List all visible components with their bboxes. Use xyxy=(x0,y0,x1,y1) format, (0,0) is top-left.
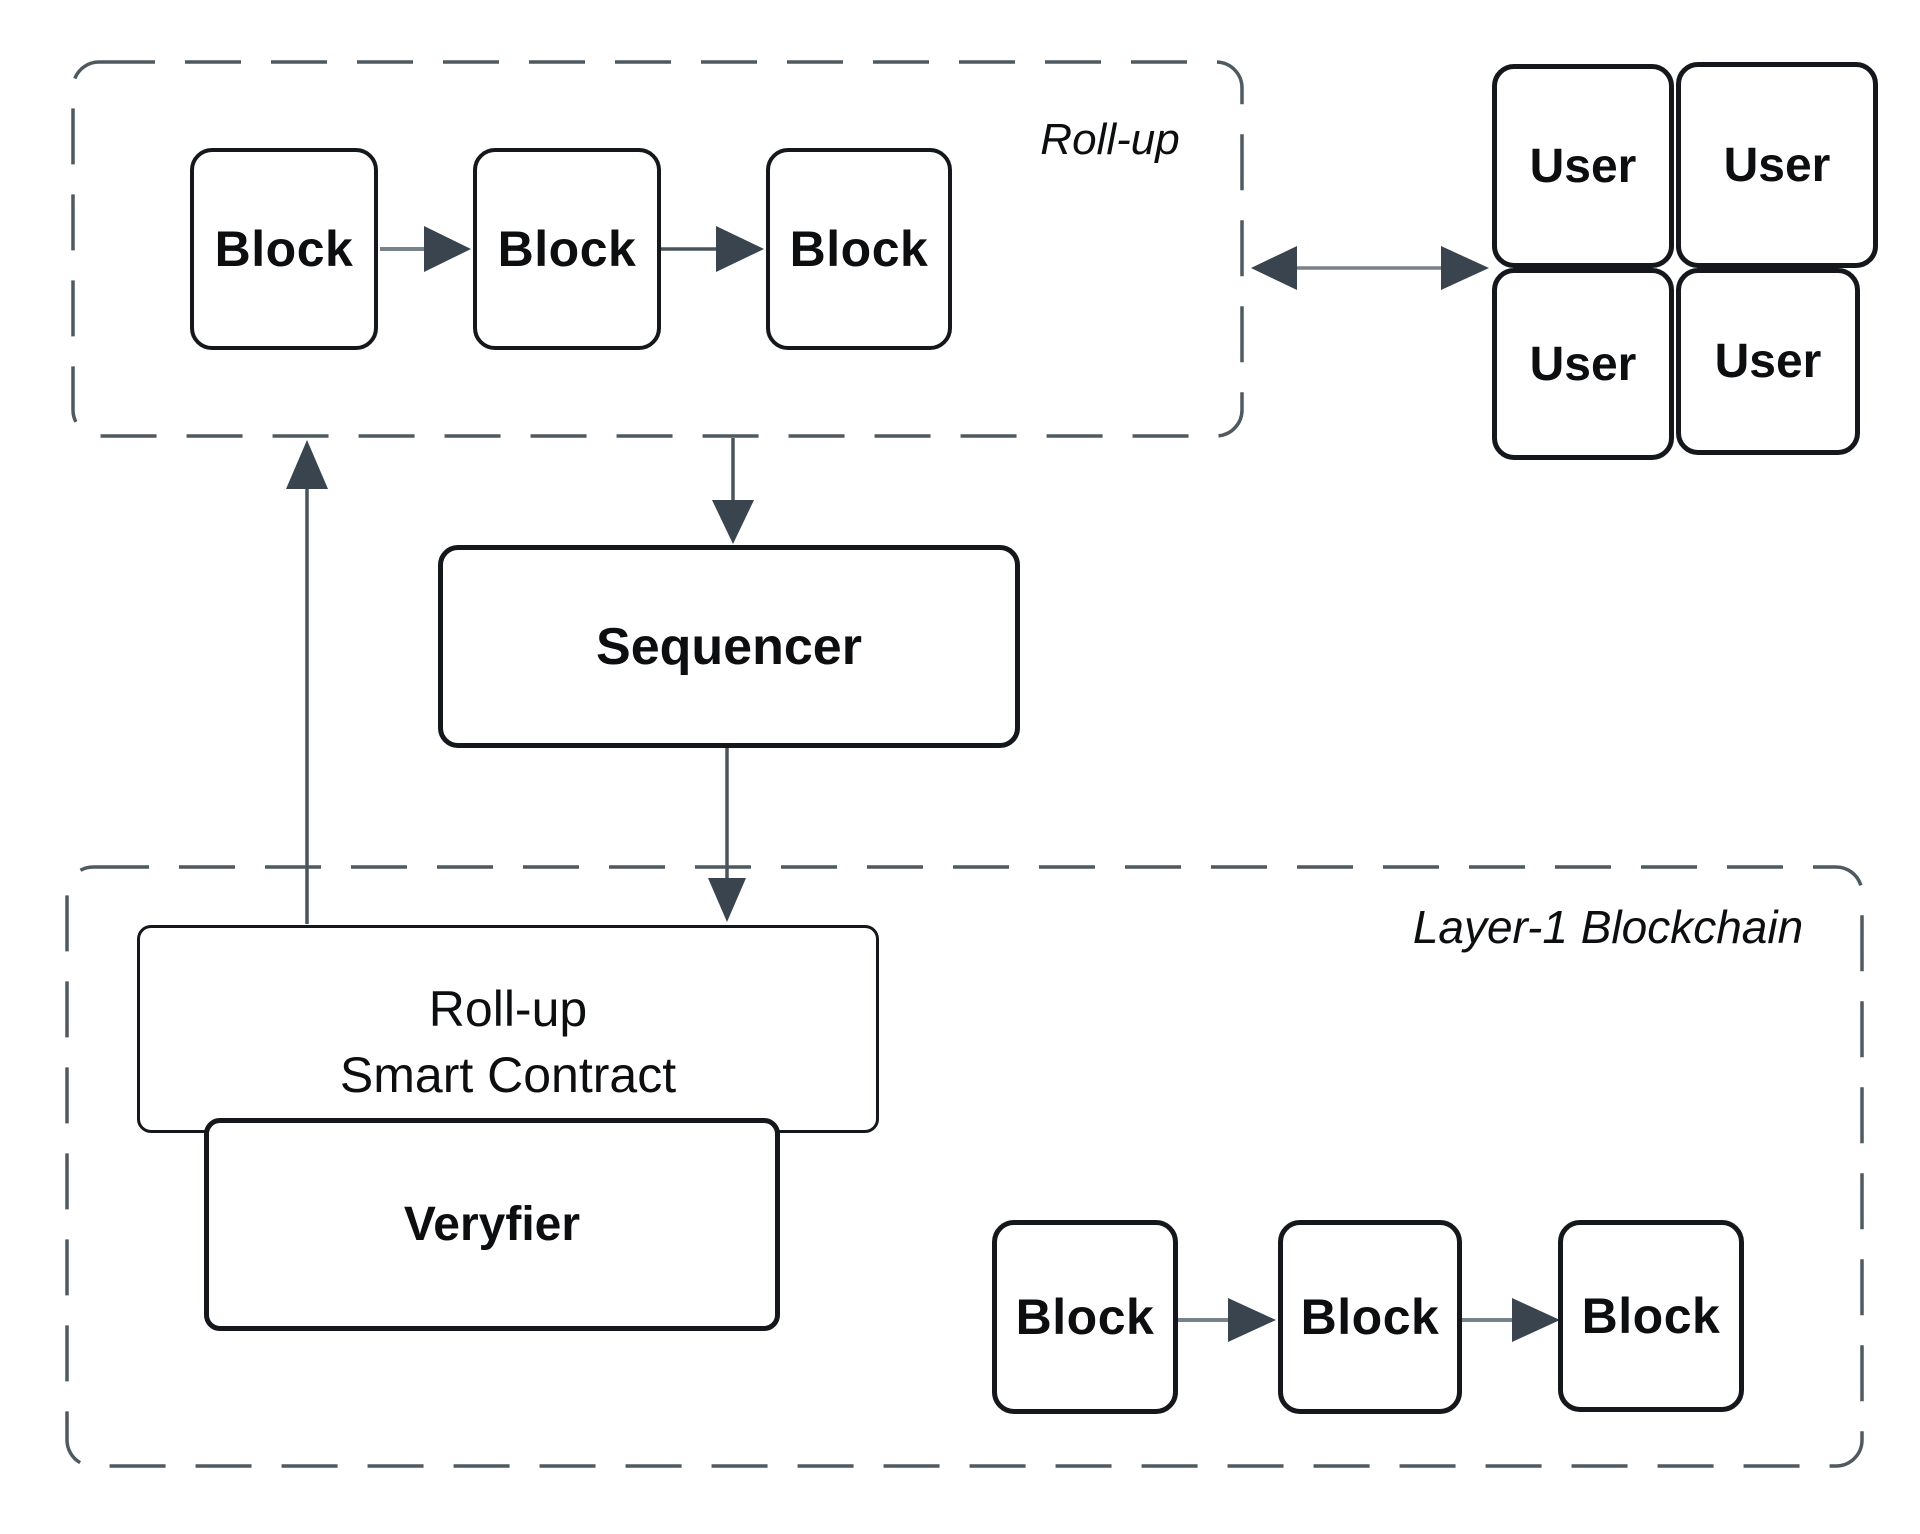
rollup-zone-boundary xyxy=(71,60,1244,438)
user-node-3-label: User xyxy=(1529,337,1637,391)
layer1-block-3-label: Block xyxy=(1581,1288,1721,1344)
layer1-block-3: Block xyxy=(1558,1220,1744,1412)
rollup-block-2: Block xyxy=(473,148,661,350)
layer1-zone-label: Layer-1 Blockchain xyxy=(1412,901,1804,953)
verifier-node: Veryfier xyxy=(204,1118,780,1331)
user-node-2: User xyxy=(1676,62,1878,268)
rollup-zone-label: Roll-up xyxy=(1040,115,1180,164)
rollup-block-3: Block xyxy=(766,148,952,350)
layer1-block-2-label: Block xyxy=(1300,1289,1440,1345)
user-node-2-label: User xyxy=(1723,138,1831,192)
user-node-1-label: User xyxy=(1529,139,1637,193)
user-node-4: User xyxy=(1676,268,1860,455)
layer1-block-2: Block xyxy=(1278,1220,1462,1414)
rollup-block-1-label: Block xyxy=(214,221,354,277)
sequencer-label: Sequencer xyxy=(596,617,862,676)
arrow-sequencer-to-contract xyxy=(708,748,746,922)
smart-contract-label-line1: Roll-up xyxy=(428,981,588,1037)
arrow-rollup-users-bidirectional xyxy=(1251,246,1489,290)
arrow-layer1-block2-block3 xyxy=(1462,1298,1560,1342)
user-node-1: User xyxy=(1492,64,1674,268)
arrow-rollup-to-sequencer xyxy=(712,438,754,544)
layer1-block-1-label: Block xyxy=(1015,1289,1155,1345)
arrow-rollup-block1-block2 xyxy=(380,226,471,272)
rollup-block-1: Block xyxy=(190,148,378,350)
smart-contract-label-line2: Smart Contract xyxy=(339,1047,677,1103)
rollup-block-2-label: Block xyxy=(497,221,637,277)
sequencer-node: Sequencer xyxy=(438,545,1020,748)
rollup-smart-contract-node: Roll-up Smart Contract xyxy=(137,925,879,1133)
arrow-contract-to-rollup xyxy=(286,440,328,924)
user-node-4-label: User xyxy=(1714,335,1822,388)
user-node-3: User xyxy=(1492,268,1674,460)
verifier-label: Veryfier xyxy=(403,1198,581,1251)
layer1-block-1: Block xyxy=(992,1220,1178,1414)
arrow-layer1-block1-block2 xyxy=(1178,1298,1276,1342)
rollup-block-3-label: Block xyxy=(789,221,929,277)
layer1-zone-boundary xyxy=(65,865,1864,1468)
arrow-rollup-block2-block3 xyxy=(661,226,764,272)
